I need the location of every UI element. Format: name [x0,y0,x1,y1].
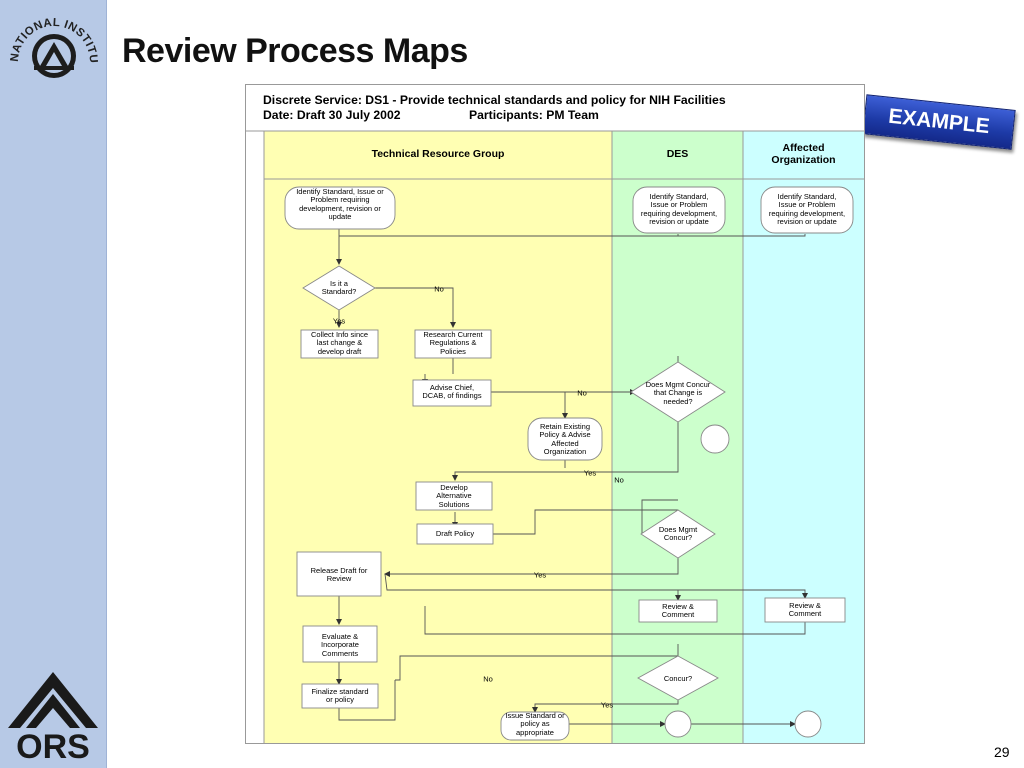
node-concur-decision [637,655,719,701]
edge-d2-no [562,391,635,419]
node-retain-existing [527,417,603,461]
lane-header-des: DES [666,148,689,160]
ors-logo: ORS [8,672,98,762]
node-evaluate-comments [302,625,378,663]
edge-label-d4-yes: Yes [600,700,614,710]
ors-logo-text: ORS [16,728,90,762]
example-badge: EXAMPLE [862,94,1016,150]
terminal-des-1 [700,424,730,454]
node-review-comment-des [638,599,718,623]
node-review-comment-des-label: Review & Comment [661,602,695,620]
page-number: 29 [994,744,1010,760]
node-identify-des [632,186,726,234]
page-title: Review Process Maps [122,32,468,70]
node-concur-label: Concur? [663,674,693,683]
edge-label-d3-no: No [614,475,624,485]
node-research-regs [414,329,492,359]
node-mgmt-concur-change-label: Does Mgmt Concur that Change is needed? [645,380,711,406]
participants-line: Participants: PM Team [469,108,599,122]
node-mgmt-concur-label: Does Mgmt Concur? [658,525,698,543]
edge-d4-no-return [338,680,396,721]
edge-n2-n3 [677,234,806,237]
edge-label-d4-no: No [483,674,493,684]
terminal-org [794,710,822,738]
edge-d4-no [395,655,678,681]
node-review-comment-org [764,597,846,623]
process-map-canvas [245,84,865,744]
lane-header-trg: Technical Resource Group [371,148,505,160]
node-collect-info [300,329,379,359]
node-advise-chief-label: Advise Chief, DCAB, of findings [422,383,482,401]
process-map: Discrete Service: DS1 - Provide technica… [245,84,865,744]
node-finalize-label: Finalize standard or policy [311,687,369,705]
service-line: Discrete Service: DS1 - Provide technica… [263,93,726,107]
node-advise-chief [412,379,492,407]
nih-logo: NATIONAL INSTITUTES OF HEALTH [4,4,99,78]
node-evaluate-comments-label: Evaluate & Incorporate Comments [321,632,359,658]
node-release-draft [296,551,382,597]
node-retain-existing-label: Retain Existing Policy & Advise Affected… [539,422,591,456]
edge-d3-no [641,499,678,534]
node-release-draft-label: Release Draft for Review [310,566,368,584]
node-issue-standard-label: Issue Standard or policy as appropriate [505,711,565,737]
terminal-des-2 [664,710,692,738]
node-identify-trg-label: Identify Standard, Issue or Problem requ… [296,187,384,221]
node-review-comment-org-label: Review & Comment [788,601,822,619]
date-line: Date: Draft 30 July 2002 [263,108,401,122]
edge-label-d1-yes: Yes [332,316,346,326]
node-mgmt-concur-decision [640,509,716,559]
edge-label-d2-no: No [577,388,587,398]
edge-n10-n12 [384,573,808,599]
edge-label-d1-no: No [434,284,444,294]
node-mgmt-concur-change-decision [630,361,726,423]
node-identify-des-label: Identify Standard, Issue or Problem requ… [640,192,718,226]
node-develop-alternatives-label: Develop Alternative Solutions [436,483,472,509]
edge-label-d3-yes: Yes [533,570,547,580]
node-develop-alternatives [415,481,493,511]
edge-d1-no [373,287,456,328]
node-identify-org-label: Identify Standard, Issue or Problem requ… [768,192,846,226]
node-finalize [301,683,379,709]
sidebar-panel: NATIONAL INSTITUTES OF HEALTH ORS [0,0,107,768]
edge-reviews-back [424,606,806,635]
node-research-regs-label: Research Current Regulations & Policies [423,330,483,356]
edge-d2-yes [452,422,679,481]
node-is-standard-label: Is it a Standard? [321,279,357,297]
node-collect-info-label: Collect Info since last change & develop… [310,330,369,356]
node-draft-policy-label: Draft Policy [435,529,475,538]
node-identify-org [760,186,854,234]
node-is-standard-decision [302,265,376,311]
lane-header-org: Affected Organization [771,142,836,166]
node-draft-policy [416,523,494,545]
node-identify-trg [284,186,396,230]
node-issue-standard [500,711,570,741]
edge-label-d2-yes: Yes [583,468,597,478]
